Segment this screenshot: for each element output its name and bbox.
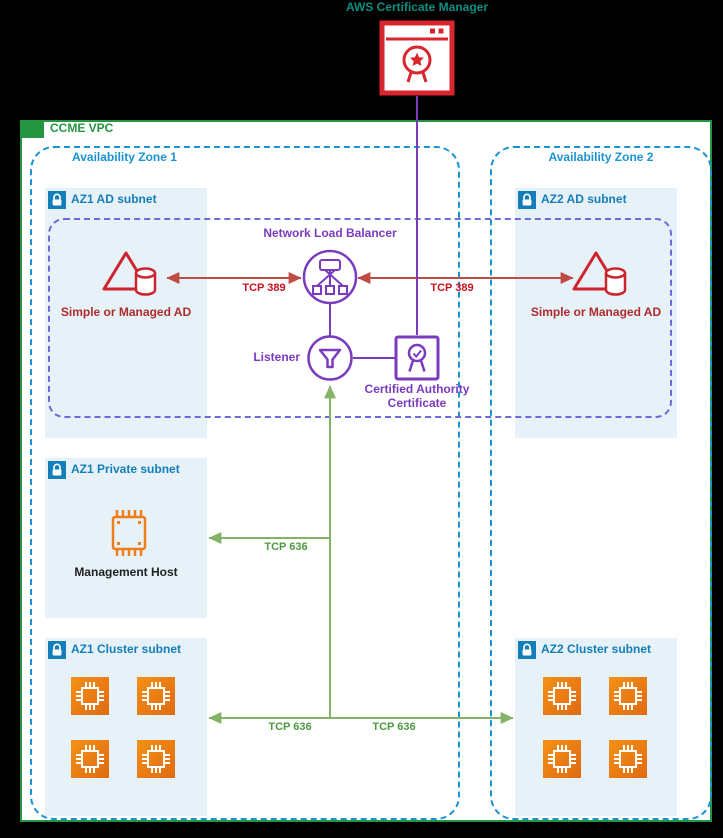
vpc-icon — [20, 120, 44, 138]
subnet-az2-ad: AZ2 AD subnet — [515, 188, 677, 438]
subnet-az1-private: AZ1 Private subnet — [45, 458, 207, 618]
lock-icon — [48, 461, 66, 479]
subnet-az2-ad-label: AZ2 AD subnet — [541, 192, 627, 206]
management-host-label: Management Host — [74, 565, 178, 579]
availability-zone-2 — [490, 146, 712, 820]
ad-az1-label: Simple or Managed AD — [60, 305, 192, 319]
availability-zone-2-label: Availability Zone 2 — [548, 150, 654, 164]
subnet-az1-ad: AZ1 AD subnet — [45, 188, 207, 438]
directory-service-icon — [572, 251, 627, 296]
certificate-authority-icon — [394, 335, 440, 381]
subnet-az1-ad-label: AZ1 AD subnet — [71, 192, 157, 206]
instance-icon — [111, 510, 147, 556]
subnet-az1-private-label: AZ1 Private subnet — [71, 462, 180, 476]
certificate-label: Certified Authority Certificate — [364, 382, 470, 410]
lock-icon — [518, 641, 536, 659]
subnet-az1-cluster: AZ1 Cluster subnet — [45, 638, 207, 816]
edge-label-tcp389-right: TCP 389 — [430, 282, 474, 294]
availability-zone-1-label: Availability Zone 1 — [72, 150, 177, 164]
subnet-az2-cluster-label: AZ2 Cluster subnet — [541, 642, 652, 656]
edge-label-tcp636-mgmt: TCP 636 — [264, 541, 308, 553]
subnet-az1-cluster-label: AZ1 Cluster subnet — [71, 642, 182, 656]
cluster-node-icon — [543, 740, 581, 778]
lock-icon — [48, 641, 66, 659]
directory-service-icon — [102, 251, 157, 296]
availability-zone-1 — [30, 146, 460, 820]
vpc-label: CCME VPC — [50, 121, 114, 135]
acm-title: AWS Certificate Manager — [345, 0, 489, 14]
cluster-node-icon — [543, 677, 581, 715]
cluster-node-icon — [137, 740, 175, 778]
subnet-az2-cluster: AZ2 Cluster subnet — [515, 638, 677, 816]
nlb-group-outline — [48, 218, 672, 418]
cluster-node-icon — [71, 677, 109, 715]
network-load-balancer-icon — [302, 249, 358, 305]
listener-icon — [307, 335, 353, 381]
cluster-node-icon — [609, 740, 647, 778]
ad-az2-label: Simple or Managed AD — [530, 305, 662, 319]
edge-label-tcp636-az2: TCP 636 — [372, 721, 416, 733]
cluster-node-icon — [71, 740, 109, 778]
nlb-label: Network Load Balancer — [263, 226, 397, 240]
certificate-manager-icon — [379, 20, 455, 96]
edge-label-tcp636-az1: TCP 636 — [268, 721, 312, 733]
edge-label-tcp389-left: TCP 389 — [242, 282, 286, 294]
cluster-node-icon — [137, 677, 175, 715]
cluster-node-icon — [609, 677, 647, 715]
listener-label: Listener — [253, 350, 300, 364]
lock-icon — [518, 191, 536, 209]
lock-icon — [48, 191, 66, 209]
